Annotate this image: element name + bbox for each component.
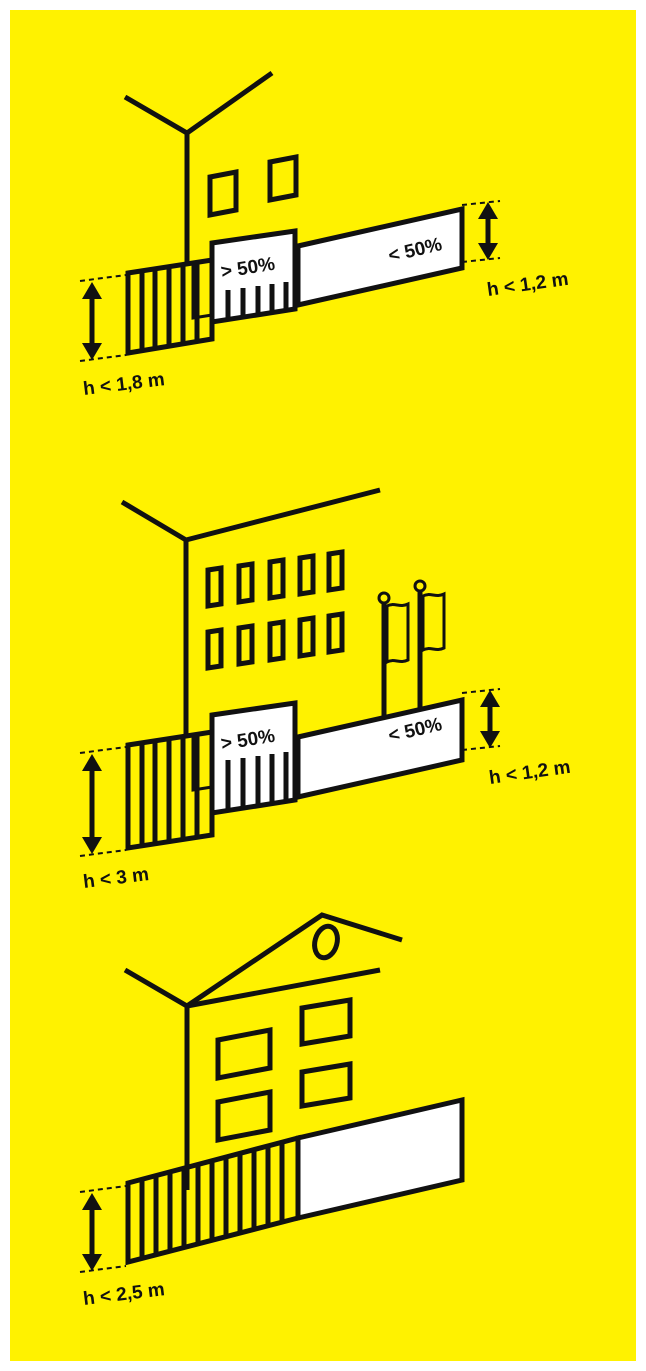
building-1 [123, 70, 299, 262]
oculus-window [312, 923, 340, 961]
arrow-head-down [82, 837, 102, 854]
building-2 [120, 487, 446, 738]
building-3 [123, 912, 403, 1190]
window [267, 153, 299, 204]
window-row-upper [205, 549, 345, 609]
arrow-head-up [82, 754, 102, 771]
window [215, 1088, 273, 1144]
solid-wall-section [295, 696, 465, 801]
arrow-head-up [82, 282, 102, 299]
arrow-head-down [82, 343, 102, 360]
fence-2: > 50% < 50% [125, 696, 465, 851]
window-row-lower [205, 611, 345, 671]
fence-1: > 50% < 50% [125, 205, 465, 356]
fence-slats [139, 734, 289, 846]
arrow-head-down [478, 243, 498, 260]
panel-1: > 50% < 50% h < 1,8 m h < 1,2 m [79, 70, 570, 400]
window [299, 1061, 353, 1109]
arrow-head-down [82, 1254, 102, 1271]
arrow-head-up [82, 1193, 102, 1210]
fence-slats [139, 262, 289, 351]
flagpole-knob [413, 579, 427, 593]
inner-post [191, 734, 213, 792]
roof-line [123, 912, 403, 1009]
window [299, 997, 353, 1047]
window [215, 1026, 273, 1082]
inner-post [191, 262, 213, 320]
arrow-head-up [478, 202, 498, 219]
window [207, 168, 239, 219]
arrow-head-up [480, 690, 500, 707]
solid-wall-section [295, 205, 465, 309]
arrow-head-down [480, 731, 500, 748]
flagpole-knob [377, 591, 391, 605]
fence-slats [139, 1141, 285, 1259]
flag [421, 591, 446, 653]
flagpoles [377, 579, 446, 718]
upper-fence-panel [209, 700, 298, 816]
fence-3 [125, 1096, 465, 1266]
pediment-base [186, 967, 381, 1009]
flag [385, 601, 410, 665]
panel-3: h < 2,5 m [79, 912, 465, 1310]
